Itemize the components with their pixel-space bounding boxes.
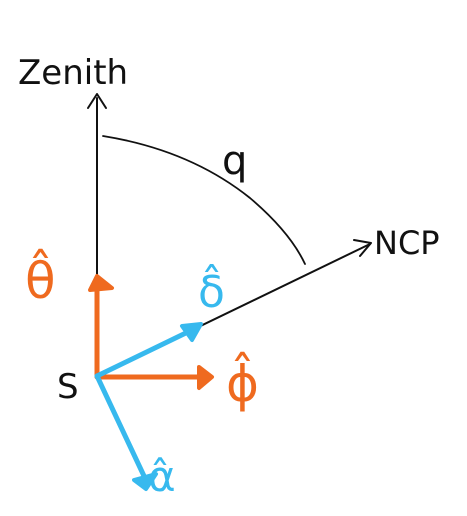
delta-hat-label: δ̂ xyxy=(198,263,225,318)
phi-hat-arrowhead xyxy=(197,365,214,390)
delta-hat-arrowhead xyxy=(180,322,203,342)
alpha-hat-arrowhead xyxy=(132,472,158,491)
alpha-hat-label: α̂ xyxy=(148,452,176,501)
zenith-arrowhead xyxy=(87,93,107,109)
ncp-label: NCP xyxy=(374,224,440,262)
angle-q-label: q xyxy=(222,138,247,184)
zenith-label: Zenith xyxy=(18,53,128,93)
ncp-arrowhead xyxy=(353,239,372,257)
theta-hat-label: θ̂ xyxy=(25,249,56,310)
delta-hat-vector xyxy=(94,327,195,379)
origin-s-label: S xyxy=(57,367,79,407)
angle-q-arc xyxy=(102,135,306,265)
alpha-hat-vector xyxy=(94,373,147,479)
theta-hat-arrowhead xyxy=(88,274,114,292)
phi-hat-label: ϕ̂ xyxy=(226,352,259,413)
